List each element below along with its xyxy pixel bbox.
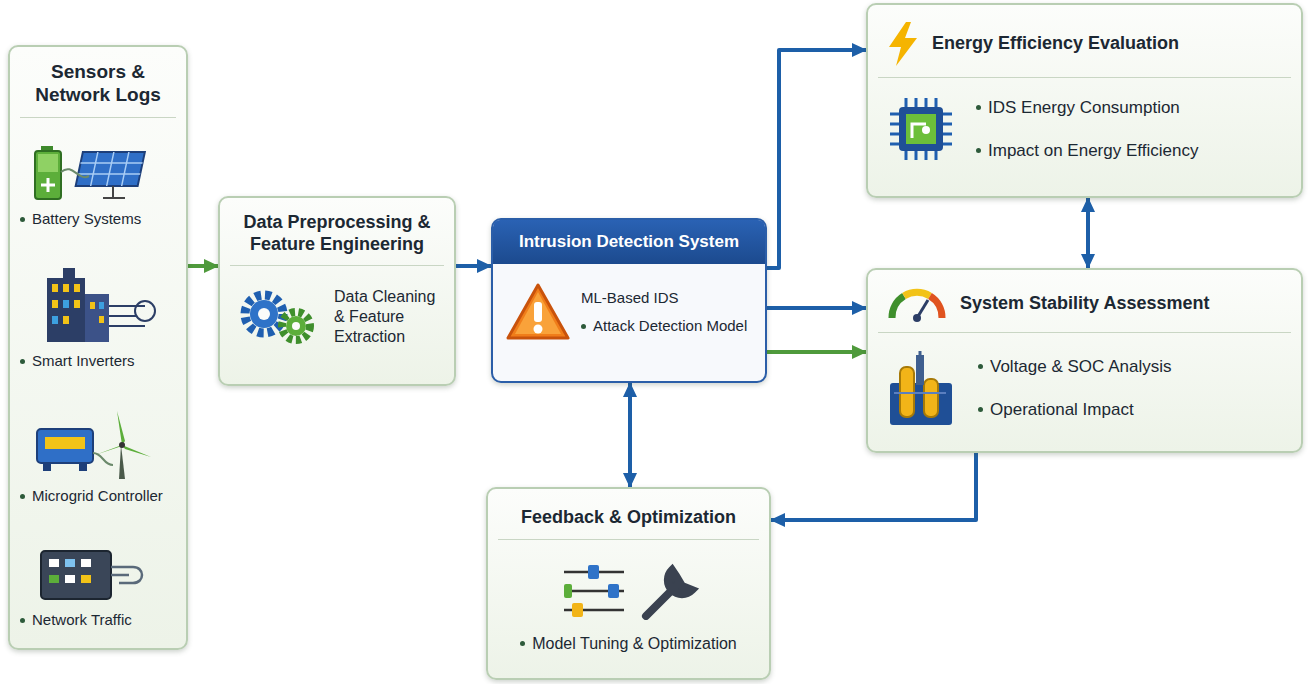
box-title: Feedback & Optimization (488, 489, 769, 533)
flow-arrow (767, 306, 866, 310)
body-text: Data Cleaning & Feature Extraction (334, 287, 444, 347)
item-text: Operational Impact (990, 399, 1134, 420)
box-body: ML-Based IDS Attack Detection Model (493, 264, 765, 356)
bullet-dot (20, 494, 25, 499)
battery-icon (33, 142, 163, 204)
divider (20, 117, 176, 118)
bullet-dot (581, 324, 586, 329)
bolt-graphic (886, 21, 920, 67)
plant-graphic (886, 349, 958, 427)
box-title: Energy Efficiency Evaluation (932, 33, 1179, 55)
flow-arrow (456, 264, 491, 268)
bullet-item: Impact on Energy Efficiency (976, 140, 1198, 161)
process-box: Intrusion Detection SystemML-Based IDS At… (491, 218, 767, 383)
bolt-icon (886, 21, 920, 67)
box-body: IDS Energy ConsumptionImpact on Energy E… (868, 84, 1301, 178)
bullet-item: Attack Detection Model (581, 317, 747, 336)
bullet-item: Smart Inverters (20, 352, 135, 371)
item-text: Model Tuning & Optimization (532, 634, 737, 654)
title-row: Energy Efficiency Evaluation (868, 5, 1301, 71)
item-text: Smart Inverters (32, 352, 135, 371)
divider (878, 332, 1291, 333)
bullet-item: IDS Energy Consumption (976, 97, 1198, 118)
plant-icon (886, 349, 958, 427)
divider (878, 77, 1291, 78)
bullet-dot (20, 217, 25, 222)
battery-graphic (33, 142, 163, 204)
box-body: Data Cleaning & Feature Extraction (220, 272, 454, 362)
gears-graphic (236, 286, 322, 348)
flow-arrow (767, 350, 866, 354)
box-title: Data Preprocessing & Feature Engineering (220, 198, 454, 259)
process-box: System Stability AssessmentVoltage & SOC… (866, 268, 1303, 453)
title-row: System Stability Assessment (868, 270, 1301, 326)
divider (498, 539, 759, 540)
flow-arrow (1086, 198, 1090, 268)
sensor-item: Network Traffic (10, 524, 186, 648)
warning-icon (505, 282, 571, 342)
bullet-dot (520, 641, 525, 646)
flow-arrow (188, 264, 218, 268)
bullet-dot (978, 364, 983, 369)
bullet-item: Operational Impact (978, 399, 1171, 420)
controller-icon (33, 407, 163, 481)
box-title: System Stability Assessment (960, 293, 1209, 315)
bullet-item: Network Traffic (20, 611, 132, 630)
body-column: Voltage & SOC AnalysisOperational Impact (978, 356, 1171, 421)
network-graphic (33, 543, 163, 605)
bullet-item: Model Tuning & Optimization (488, 634, 769, 668)
flow-arrow (767, 50, 866, 268)
building-graphic (33, 266, 163, 346)
item-text: IDS Energy Consumption (988, 97, 1180, 118)
body-column: ML-Based IDS Attack Detection Model (581, 289, 747, 337)
box-body: Voltage & SOC AnalysisOperational Impact (868, 339, 1301, 441)
tune-graphic (554, 562, 704, 620)
bullet-item: Voltage & SOC Analysis (978, 356, 1171, 377)
process-box: Energy Efficiency EvaluationIDS Energy C… (866, 3, 1303, 198)
gears-icon (236, 286, 322, 348)
controller-graphic (33, 407, 163, 481)
bullet-dot (976, 105, 981, 110)
flow-arrow (628, 383, 632, 487)
item-text: Impact on Energy Efficiency (988, 140, 1198, 161)
gauge-icon (886, 286, 948, 322)
gauge-graphic (886, 286, 948, 322)
bullet-dot (20, 359, 25, 364)
item-text: Microgrid Controller (32, 487, 163, 506)
flow-arrow (771, 453, 976, 520)
process-box: Sensors & Network LogsBattery SystemsSma… (8, 45, 188, 650)
item-text: Network Traffic (32, 611, 132, 630)
sensor-item: Smart Inverters (10, 247, 186, 389)
bullet-item: Microgrid Controller (20, 487, 163, 506)
item-text: Battery Systems (32, 210, 141, 229)
tune-icon (488, 546, 769, 634)
bullet-item: Battery Systems (20, 210, 141, 229)
header-bar: Intrusion Detection System (493, 220, 765, 264)
bullet-dot (978, 407, 983, 412)
panel-title: Sensors & Network Logs (10, 47, 186, 111)
building-icon (33, 266, 163, 346)
body-text: ML-Based IDS (581, 289, 747, 308)
sensor-item: Microgrid Controller (10, 389, 186, 525)
item-text: Voltage & SOC Analysis (990, 356, 1171, 377)
divider (230, 265, 444, 266)
bullet-dot (976, 148, 981, 153)
body-column: IDS Energy ConsumptionImpact on Energy E… (976, 97, 1198, 162)
header-title: Intrusion Detection System (501, 232, 757, 252)
bullet-dot (20, 618, 25, 623)
process-box: Feedback & OptimizationModel Tuning & Op… (486, 487, 771, 680)
process-box: Data Preprocessing & Feature Engineering… (218, 196, 456, 386)
chip-icon (886, 94, 956, 164)
network-icon (33, 543, 163, 605)
chip-graphic (886, 94, 956, 164)
sensor-item: Battery Systems (10, 124, 186, 248)
warning-graphic (505, 282, 571, 342)
item-text: Attack Detection Model (593, 317, 747, 336)
